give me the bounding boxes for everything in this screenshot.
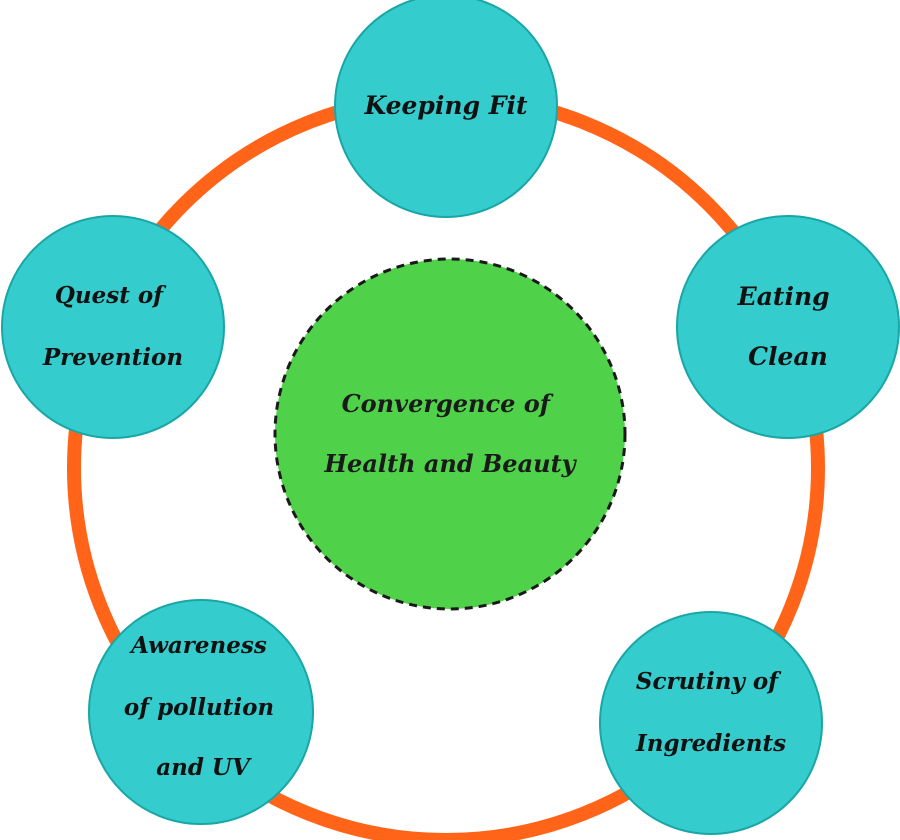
node-quest-of-prevention-line-1: Quest of [55,282,167,309]
node-awareness-of-pollution-line-3: and UV [156,754,252,781]
node-keeping-fit-circle [334,0,558,218]
center-label-line-2: Health and Beauty [323,449,577,478]
node-scrutiny-of-ingredients-circle [599,611,823,835]
node-eating-clean-line-1: Eating [737,282,830,311]
center-label: Convergence of Health and Beauty [323,389,577,478]
node-eating-clean: Eating Clean [676,215,900,439]
node-scrutiny-of-ingredients: Scrutiny of Ingredients [599,611,823,835]
node-scrutiny-of-ingredients-label: Scrutiny of Ingredients [635,668,786,757]
center-circle [273,257,627,611]
node-quest-of-prevention-circle [1,215,225,439]
node-quest-of-prevention: Quest of Prevention [1,215,225,439]
node-awareness-of-pollution-line-1: Awareness [129,632,267,659]
center-hub: Convergence of Health and Beauty [273,257,627,611]
center-label-line-1: Convergence of [342,389,554,418]
node-quest-of-prevention-line-2: Prevention [42,344,183,371]
node-awareness-of-pollution: Awareness of pollution and UV [88,599,314,825]
node-eating-clean-line-2: Clean [748,342,828,371]
node-scrutiny-of-ingredients-line-2: Ingredients [635,730,786,757]
node-awareness-of-pollution-line-2: of pollution [124,694,274,721]
node-keeping-fit-label: Keeping Fit [363,91,528,120]
node-keeping-fit-line-1: Keeping Fit [363,91,528,120]
node-keeping-fit: Keeping Fit [334,0,558,218]
node-eating-clean-circle [676,215,900,439]
node-scrutiny-of-ingredients-line-1: Scrutiny of [636,668,782,695]
node-awareness-of-pollution-label: Awareness of pollution and UV [124,632,282,781]
node-quest-of-prevention-label: Quest of Prevention [42,282,183,371]
node-eating-clean-label: Eating Clean [737,282,839,371]
node-awareness-of-pollution-circle [88,599,314,825]
